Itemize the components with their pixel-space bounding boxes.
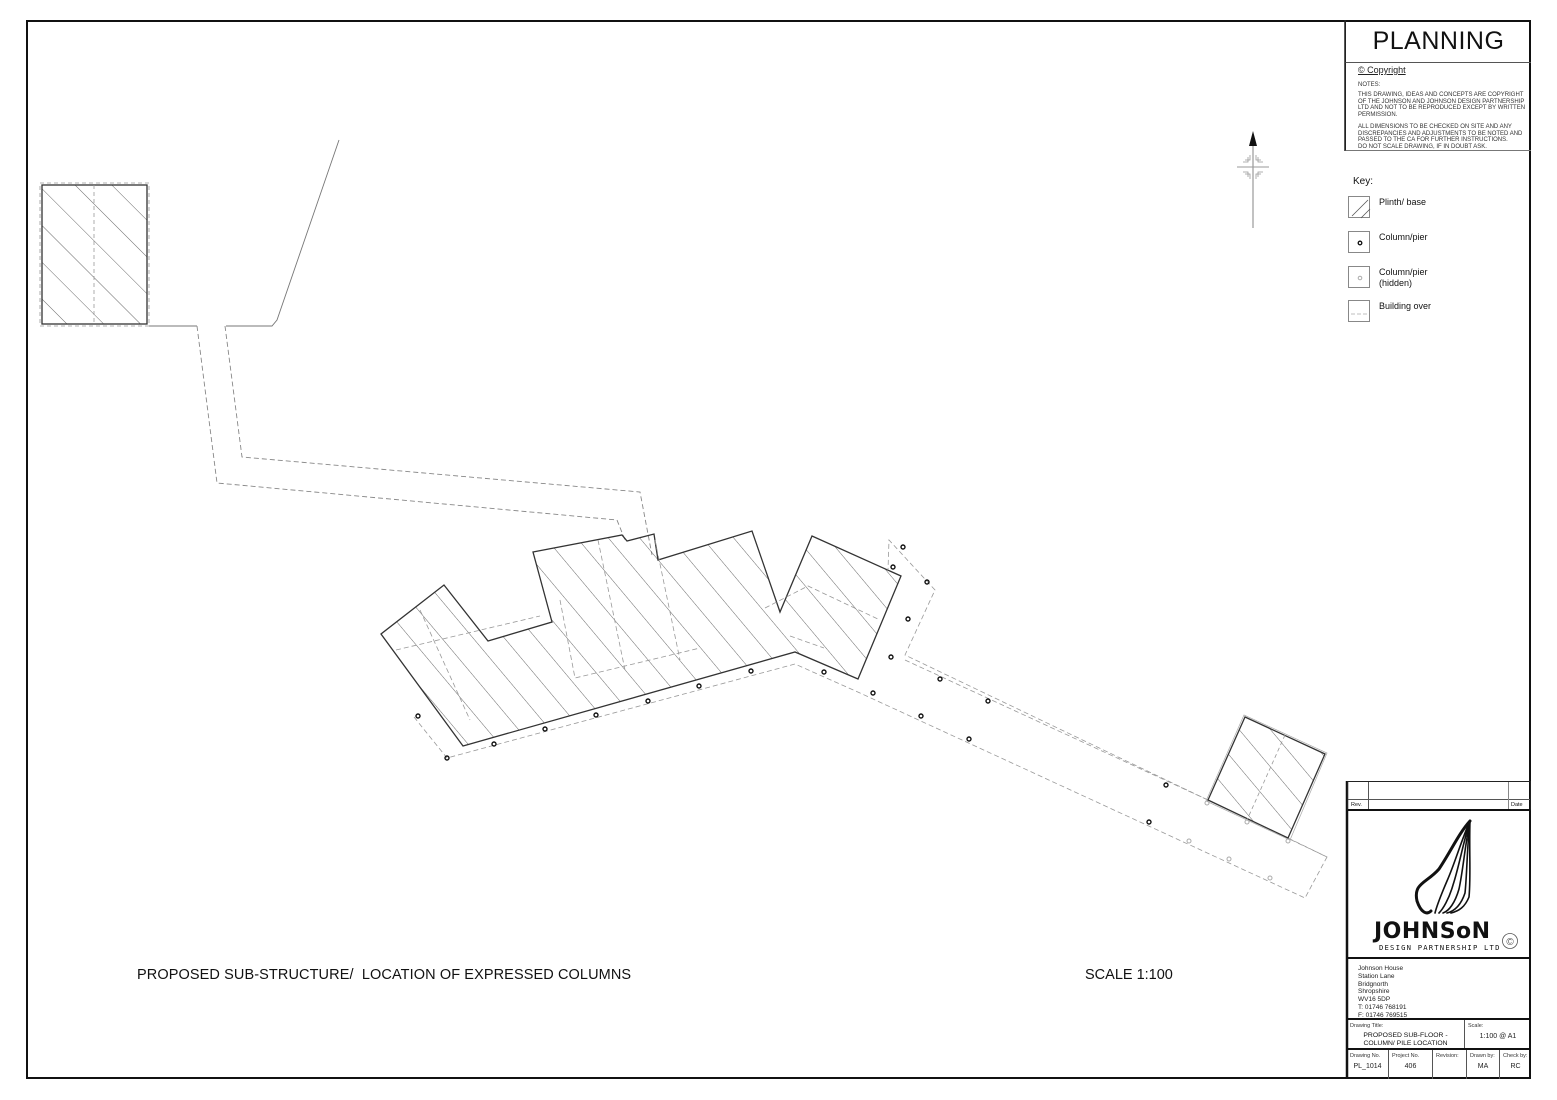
legend-label: Building over: [1379, 301, 1432, 311]
drawing-no-cell: Drawing No. PL_1014: [1347, 1050, 1389, 1079]
project-no-label: Project No.: [1392, 1053, 1420, 1059]
revision-label: Revision:: [1436, 1053, 1459, 1059]
plinth-main: [380, 530, 1328, 899]
north-arrow-icon: [1237, 131, 1269, 228]
note-dimensions: ALL DIMENSIONS TO BE CHECKED ON SITE AND…: [1358, 124, 1523, 143]
legend-label: Column/pier (hidden): [1379, 267, 1428, 288]
phone-number: T: 01746 768191: [1358, 1003, 1407, 1011]
note-copyright: THIS DRAWING, IDEAS AND CONCEPTS ARE COP…: [1358, 92, 1526, 118]
address-line: Shropshire: [1358, 988, 1390, 996]
dashed-line-icon: [1348, 300, 1370, 322]
legend-item-column: Column/pier: [1348, 231, 1528, 257]
hatch-icon: [1348, 196, 1371, 219]
scale-cell: Scale: 1:100 @ A1: [1465, 1020, 1531, 1048]
scale-value: 1:100 @ A1: [1479, 1033, 1517, 1040]
rev-label: Rev.: [1351, 802, 1362, 808]
address-line: Bridgnorth: [1358, 980, 1388, 988]
company-address: Johnson House Station Lane Bridgnorth Sh…: [1347, 960, 1531, 1020]
check-by-value: RC: [1510, 1063, 1521, 1070]
columns-hidden: [1186, 800, 1291, 881]
notes-panel: © Copyright NOTES: THIS DRAWING, IDEAS A…: [1345, 63, 1531, 151]
drawing-border: [26, 20, 1531, 1079]
revision-cell: Revision:: [1433, 1050, 1467, 1079]
column-icon: [1348, 231, 1370, 253]
copyright-icon: ©: [1506, 937, 1514, 948]
legend-title: Key:: [1353, 176, 1374, 187]
drawing-title-block: Drawing Title: PROPOSED SUB-FLOOR - COLU…: [1347, 1020, 1531, 1050]
company-subtitle: DESIGN PARTNERSHIP LTD: [1379, 943, 1501, 952]
building-over-walkway: [904, 659, 1328, 858]
address-line: Johnson House: [1358, 965, 1404, 972]
check-by-cell: Check by: RC: [1500, 1050, 1531, 1079]
legend-item-building-over: Building over: [1348, 300, 1528, 326]
scale-label: Scale:: [1468, 1023, 1484, 1029]
drawing-info-row: Drawing No. PL_1014 Project No. 406 Revi…: [1347, 1050, 1531, 1079]
drawn-by-cell: Drawn by: MA: [1467, 1050, 1500, 1079]
plinth-northwest: [39, 182, 150, 327]
address-line: WV16 5DP: [1358, 996, 1391, 1004]
company-logo: JOHNSoN DESIGN PARTNERSHIP LTD ©: [1347, 811, 1531, 959]
plinth-southeast: [1205, 714, 1328, 841]
johnson-logo-icon: JOHNSoN DESIGN PARTNERSHIP LTD ©: [1372, 819, 1518, 952]
planning-stamp: PLANNING: [1345, 20, 1531, 63]
note-scale: DO NOT SCALE DRAWING, IF IN DOUBT ASK.: [1358, 143, 1487, 150]
revision-table: Rev. Date: [1347, 781, 1531, 811]
legend-item-plinth: Plinth/ base: [1348, 196, 1528, 222]
drawing-no-value: PL_1014: [1353, 1063, 1382, 1070]
drawing-title-line1: PROPOSED SUB-FLOOR -: [1363, 1032, 1448, 1039]
drawing-no-label: Drawing No.: [1350, 1053, 1381, 1059]
site-boundary-line: [226, 139, 340, 327]
fax-number: F: 01746 769515: [1358, 1011, 1408, 1019]
drawing-main-title: PROPOSED SUB-STRUCTURE/ LOCATION OF EXPR…: [137, 967, 632, 983]
drawing-title-cell: Drawing Title: PROPOSED SUB-FLOOR - COLU…: [1347, 1020, 1465, 1048]
columns-visible: [415, 544, 1169, 825]
legend-label: Column/pier: [1379, 232, 1428, 242]
legend-item-hidden-column: Column/pier (hidden): [1348, 266, 1528, 292]
hidden-column-icon: [1348, 266, 1370, 288]
copyright-label: © Copyright: [1358, 65, 1406, 75]
company-name: JOHNSoN: [1372, 919, 1491, 944]
drawing-scale-label: SCALE 1:100: [1085, 967, 1173, 983]
drawing-title-label: Drawing Title:: [1350, 1023, 1384, 1029]
project-no-value: 406: [1404, 1063, 1417, 1070]
check-by-label: Check by:: [1503, 1053, 1528, 1059]
drawing-title-line2: COLUMN/ PILE LOCATION: [1363, 1040, 1448, 1047]
legend-label: Plinth/ base: [1379, 197, 1427, 207]
date-label: Date: [1511, 802, 1523, 808]
drawn-by-value: MA: [1477, 1063, 1489, 1070]
drawn-by-label: Drawn by:: [1470, 1053, 1495, 1059]
notes-header: NOTES:: [1358, 81, 1381, 88]
address-line: Station Lane: [1358, 972, 1395, 980]
building-over-link: [196, 325, 653, 556]
project-no-cell: Project No. 406: [1389, 1050, 1433, 1079]
